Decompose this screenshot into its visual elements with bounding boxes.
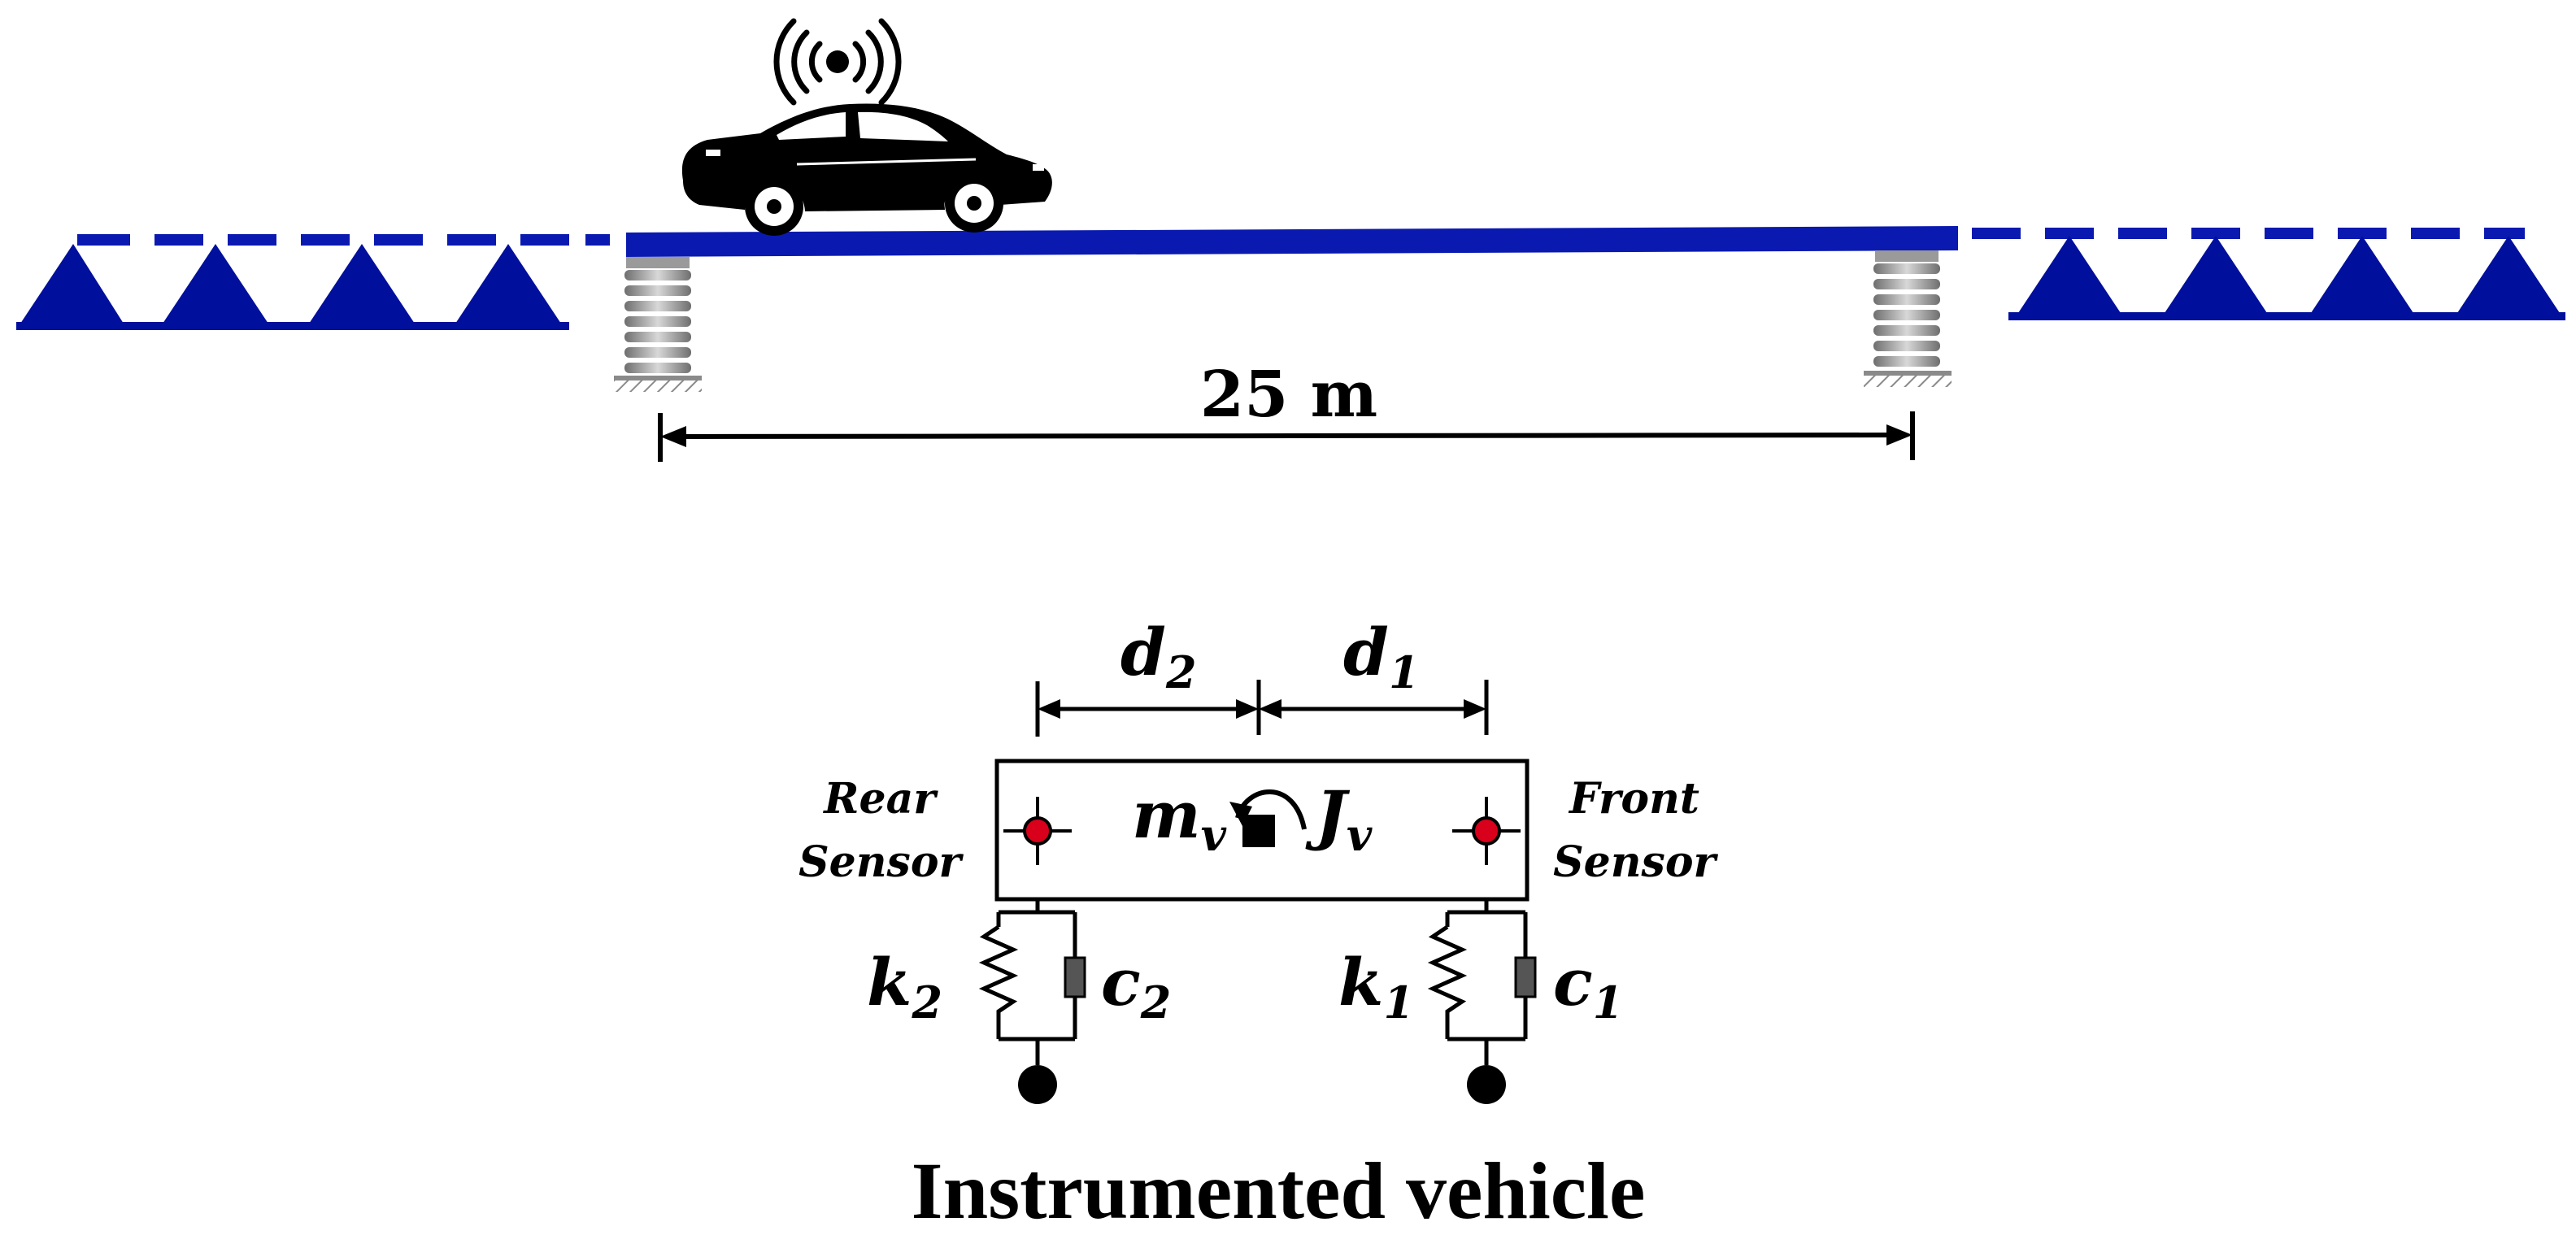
diagram-caption: Instrumented vehicle (912, 1146, 1646, 1236)
front-sensor-label-line2: Sensor (1553, 837, 1718, 887)
left-spring-bearing (614, 257, 702, 392)
k1-label: k1 (1338, 944, 1414, 1028)
span-dimension (658, 411, 1915, 462)
right-approach-structure (1972, 228, 2565, 320)
front-wheel-contact (1467, 1065, 1506, 1104)
d2-label: d2 (1120, 614, 1197, 698)
car-window-rear (777, 112, 846, 140)
d1-label: d1 (1343, 614, 1420, 698)
rear-damper-c2 (1064, 956, 1086, 998)
right-spring-bearing (1864, 250, 1952, 387)
front-spring-k1 (1427, 924, 1468, 1039)
car-window-front (858, 111, 948, 141)
front-sensor-label: Front (1568, 774, 1699, 824)
span-length-label: 25 m (1200, 358, 1377, 432)
rear-suspension (978, 899, 1077, 1065)
car-icon (681, 103, 1052, 236)
rear-spring-k2 (978, 924, 1019, 1039)
front-suspension (1427, 899, 1528, 1065)
rear-wheel-contact (1018, 1065, 1057, 1104)
rear-sensor-marker (1003, 797, 1072, 865)
k2-label: k2 (867, 944, 942, 1028)
right-approach-supports (2008, 236, 2565, 320)
left-spring-coils (624, 270, 691, 373)
rear-sensor-label: Rear (822, 774, 938, 824)
c1-label: c1 (1553, 944, 1623, 1028)
left-approach-supports (16, 244, 569, 330)
right-approach-dashed-line (1972, 228, 2525, 239)
right-spring-coils (1873, 263, 1940, 367)
front-damper-c1 (1514, 956, 1537, 998)
wireless-signal-icon (773, 18, 902, 106)
center-of-mass-marker (1242, 815, 1275, 847)
c2-label: c2 (1101, 944, 1171, 1028)
vehicle-model: d2 d1 mv Jv Rear (798, 614, 1718, 1104)
left-approach-structure (16, 234, 610, 330)
rear-sensor-label-line2: Sensor (798, 837, 964, 887)
bridge-deck (626, 226, 1958, 257)
left-approach-dashed-line (77, 234, 610, 246)
front-sensor-marker (1452, 797, 1521, 865)
wheelbase-dimensions (1035, 680, 1489, 737)
mass-label: mv (1132, 776, 1227, 861)
